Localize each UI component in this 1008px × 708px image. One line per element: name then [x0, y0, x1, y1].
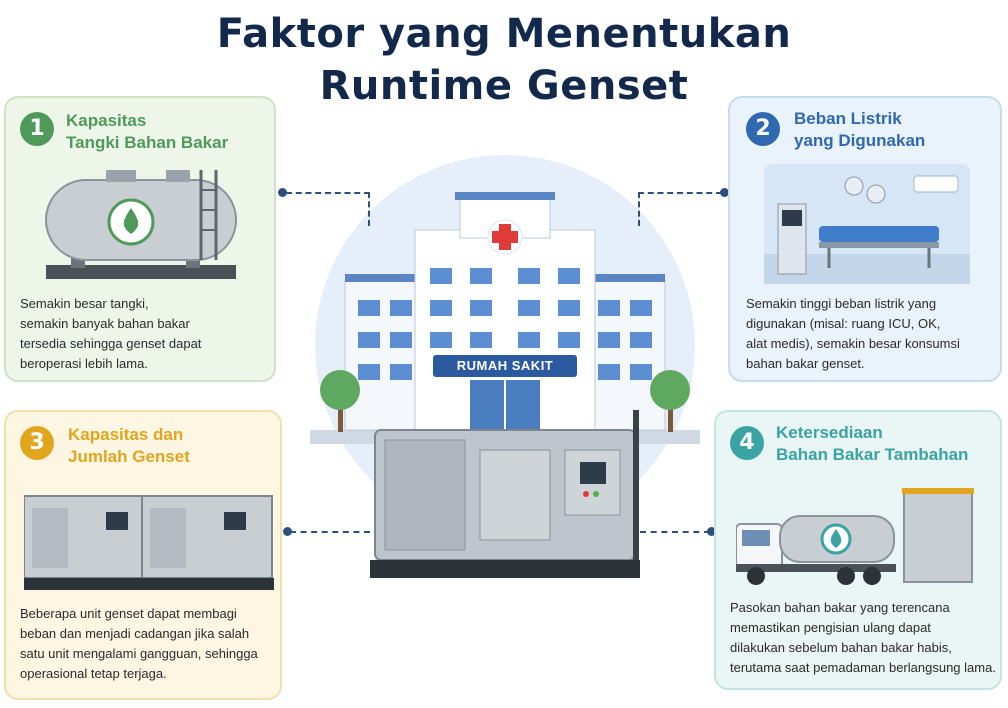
factor-title-2-line-2: yang Digunakan	[794, 131, 926, 150]
factor-text-1: Semakin besar tangki, semakin banyak bah…	[20, 294, 201, 374]
factor-card-1: 1 Kapasitas Tangki Bahan Bakar Semakin b…	[4, 96, 276, 382]
factor-card-2: 2 Beban Listrik yang Digunakan Semakin t…	[728, 96, 1002, 382]
factor-title-3: Kapasitas dan Jumlah Genset	[68, 424, 190, 468]
title-line-1: Faktor yang Menentukan	[216, 11, 792, 57]
factor-title-4-line-2: Bahan Bakar Tambahan	[776, 445, 969, 464]
factor-title-1-line-2: Tangki Bahan Bakar	[66, 133, 229, 152]
factor-number-3: 3	[20, 426, 54, 460]
factor-text-2-line: alat medis), semakin besar konsumsi	[746, 336, 960, 351]
factor-text-2-line: bahan bakar genset.	[746, 356, 865, 371]
factor-text-1-line: tersedia sehingga genset dapat	[20, 336, 202, 351]
connector-dot-4	[707, 527, 716, 536]
factor-card-3: 3 Kapasitas dan Jumlah Genset Beberapa u…	[4, 410, 282, 700]
factor-number-1: 1	[20, 112, 54, 146]
center-illustration	[310, 155, 700, 578]
factor-text-4-line: dilakukan sebelum bahan bakar habis,	[730, 640, 952, 655]
tree-left-icon	[320, 370, 360, 432]
title-line-2: Runtime Genset	[319, 63, 689, 109]
factor-text-4-line: Pasokan bahan bakar yang terencana	[730, 600, 950, 615]
fuel-truck-icon	[736, 488, 974, 585]
factor-text-2-line: digunakan (misal: ruang ICU, OK,	[746, 316, 941, 331]
factor-text-3-line: satu unit mengalami gangguan, sehingga	[20, 646, 258, 661]
connector-line-1	[286, 192, 370, 194]
factor-text-4-line: memastikan pengisian ulang dapat	[730, 620, 931, 635]
factor-text-4-line: terutama saat pemadaman berlangsung lama…	[730, 660, 996, 675]
connector-line-1b	[368, 192, 370, 226]
factor-text-3: Beberapa unit genset dapat membagi beban…	[20, 604, 258, 684]
connector-line-3	[290, 531, 370, 533]
factor-card-4: 4 Ketersediaan Bahan Bakar Tambahan Paso…	[714, 410, 1002, 690]
connector-dot-2	[720, 188, 729, 197]
factor-text-3-line: operasional tetap terjaga.	[20, 666, 167, 681]
connector-dot-3	[283, 527, 292, 536]
connector-line-4	[640, 531, 710, 533]
connector-dot-1	[278, 188, 287, 197]
factor-title-3-line-1: Kapasitas dan	[68, 425, 184, 444]
page-title: Faktor yang Menentukan Runtime Genset	[0, 8, 1008, 112]
factor-title-1: Kapasitas Tangki Bahan Bakar	[66, 110, 228, 154]
factor-title-3-line-2: Jumlah Genset	[68, 447, 190, 466]
fuel-tank-icon	[45, 170, 237, 279]
factor-text-1-line: semakin banyak bahan bakar	[20, 316, 190, 331]
tree-right-icon	[650, 370, 690, 432]
factor-text-1-line: Semakin besar tangki,	[20, 296, 149, 311]
factor-text-3-line: beban dan menjadi cadangan jika salah	[20, 626, 250, 641]
hospital-sign: RUMAH SAKIT	[433, 355, 577, 377]
factor-title-1-line-1: Kapasitas	[66, 111, 147, 130]
factor-title-2: Beban Listrik yang Digunakan	[794, 108, 925, 152]
factor-text-2: Semakin tinggi beban listrik yang diguna…	[746, 294, 960, 374]
icu-room-icon	[764, 164, 970, 284]
generator-icon	[370, 410, 640, 578]
factor-number-4: 4	[730, 426, 764, 460]
factor-text-4: Pasokan bahan bakar yang terencana memas…	[730, 598, 996, 678]
factor-title-4: Ketersediaan Bahan Bakar Tambahan	[776, 422, 968, 466]
connector-line-2b	[638, 192, 640, 226]
factor-title-2-line-1: Beban Listrik	[794, 109, 902, 128]
factor-text-3-line: Beberapa unit genset dapat membagi	[20, 606, 237, 621]
connector-line-2	[638, 192, 722, 194]
factor-text-1-line: beroperasi lebih lama.	[20, 356, 148, 371]
factor-text-2-line: Semakin tinggi beban listrik yang	[746, 296, 937, 311]
factor-number-2: 2	[746, 112, 780, 146]
factor-title-4-line-1: Ketersediaan	[776, 423, 883, 442]
twin-generators-icon	[24, 495, 274, 590]
